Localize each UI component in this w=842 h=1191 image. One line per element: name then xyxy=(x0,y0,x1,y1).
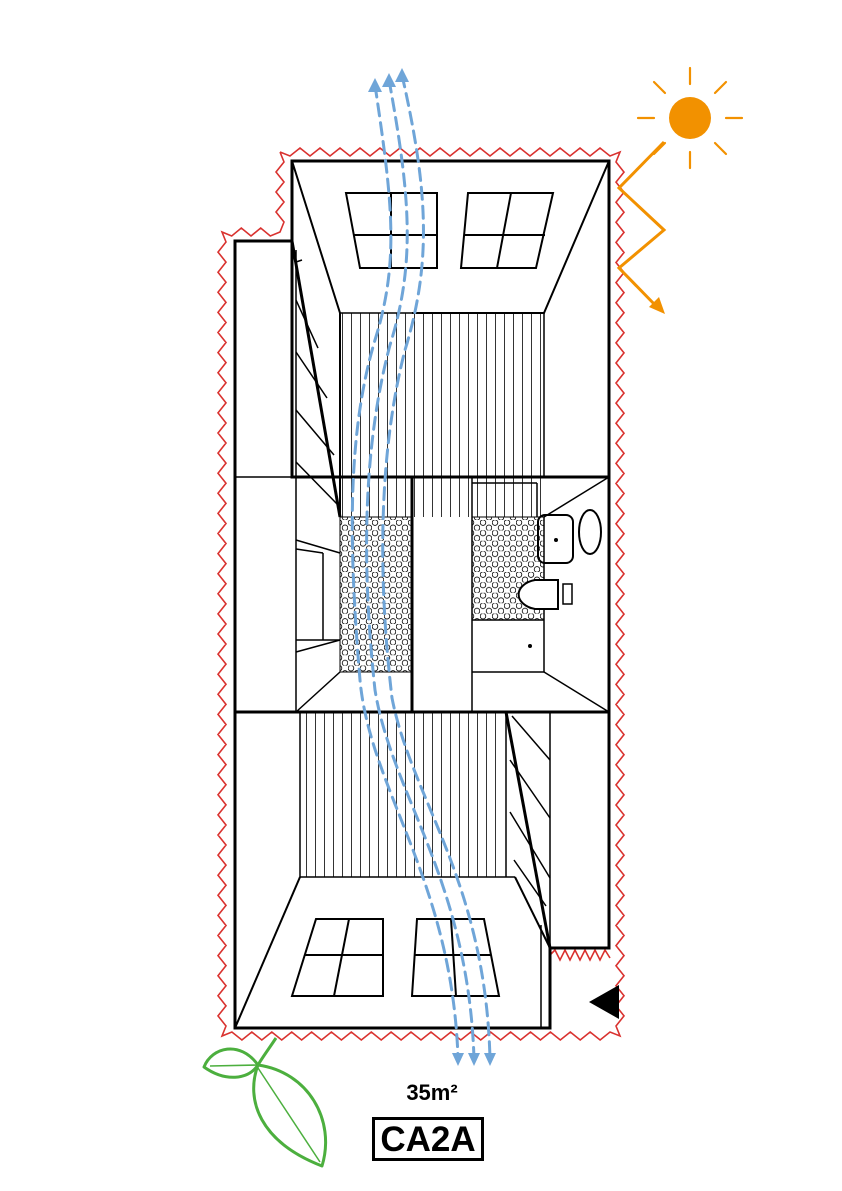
right-stair-treads xyxy=(509,715,551,907)
sink-icon xyxy=(537,509,602,564)
left-wing xyxy=(233,239,342,714)
lower-window-right xyxy=(410,918,501,997)
sunlight-ray-icon xyxy=(616,140,667,314)
lower-room xyxy=(233,710,611,1030)
hall-tile-floor xyxy=(339,516,413,673)
upper-room xyxy=(290,159,611,517)
upper-plank-floor xyxy=(340,313,544,517)
stair-treads xyxy=(295,259,339,506)
upper-window-right xyxy=(459,192,555,269)
leaf-icon xyxy=(202,1037,328,1168)
unit-code-label: CA2A xyxy=(372,1117,484,1161)
sun-icon xyxy=(636,66,744,170)
entrance-triangle-icon xyxy=(589,985,619,1019)
lower-window-left xyxy=(290,918,384,997)
left-niche xyxy=(295,539,341,713)
site-boundary xyxy=(216,146,626,1042)
area-label: 35m² xyxy=(406,1080,458,1105)
airflow-arrows-icon xyxy=(350,73,492,1060)
airflow-arrowheads xyxy=(368,68,496,1066)
toilet-icon xyxy=(517,579,573,610)
